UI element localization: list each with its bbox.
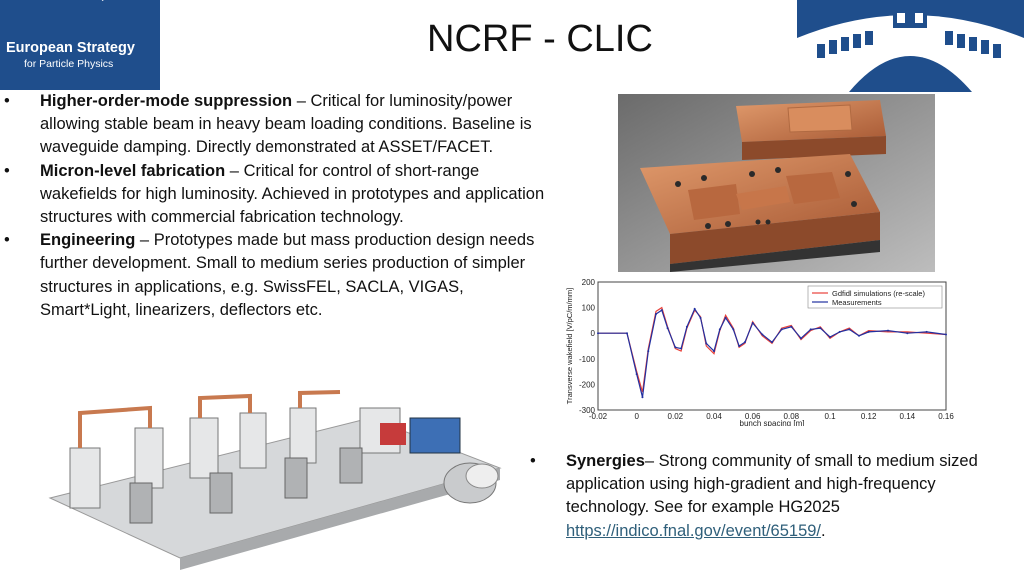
measurement-point: [732, 328, 735, 331]
bullet-heading: Higher-order-mode suppression: [40, 92, 293, 110]
measurement-point: [655, 313, 657, 315]
legend-label: Gdfidl simulations (re-scale): [832, 289, 925, 298]
chart-legend: Gdfidl simulations (re-scale)Measurement…: [807, 285, 943, 309]
measurement-point: [597, 332, 599, 335]
bullet-marker: •: [4, 231, 10, 250]
y-tick-label: 100: [582, 304, 596, 313]
measurement-point: [666, 327, 669, 330]
measurement-point: [693, 307, 696, 310]
copper-structure-photo: [618, 94, 935, 272]
synergies-trail: .: [821, 521, 826, 540]
bridge-logo: [797, 0, 1024, 92]
legend-label: Measurements: [832, 298, 882, 307]
measurement-point: [945, 333, 947, 336]
y-axis-label: Transverse wakefield [V/pC/m/mm]: [565, 288, 574, 404]
european-strategy-logo: European Strategy for Particle Physics: [0, 0, 160, 90]
bullet-hom: • Higher-order-mode suppression – Critic…: [0, 90, 545, 160]
bullet-engineering: • Engineering – Prototypes made but mass…: [0, 229, 545, 322]
measurement-point: [626, 332, 628, 335]
y-tick-label: -100: [579, 355, 596, 364]
x-tick-label: 0: [634, 412, 639, 421]
x-tick-label: 0.16: [938, 412, 954, 421]
measurement-point: [674, 346, 677, 349]
x-tick-label: 0.08: [784, 412, 800, 421]
bullet-marker: •: [530, 452, 536, 470]
y-tick-label: 200: [582, 278, 596, 287]
synergies-block: • Synergies– Strong community of small t…: [526, 450, 996, 543]
measurement-point: [925, 330, 928, 333]
wakefield-chart: 200 100 0 -100 -200 -300-0.02 0 0.02 0.04 0.06 0.0…: [560, 274, 960, 428]
measurement-point: [780, 328, 783, 331]
measurement-point: [680, 347, 683, 350]
bullet-fabrication: • Micron-level fabrication – Critical fo…: [0, 160, 545, 230]
measurement-point: [761, 333, 764, 336]
y-tick-label: -200: [579, 380, 596, 389]
measurement-point: [838, 330, 841, 333]
x-tick-label: 0.02: [668, 412, 684, 421]
x-tick-label: -0.02: [589, 412, 608, 421]
measurement-point: [790, 325, 793, 328]
measurement-point: [829, 336, 831, 339]
measurement-point: [699, 316, 702, 319]
synergies-text: – Strong community of small to medium si…: [566, 452, 978, 517]
measurement-point: [887, 329, 889, 332]
x-tick-label: 0.04: [706, 412, 722, 421]
measurement-point: [647, 350, 650, 353]
measurement-point: [751, 321, 754, 324]
bullet-heading: Micron-level fabrication: [40, 161, 226, 180]
measurement-point: [809, 328, 812, 331]
measurement-point: [660, 309, 663, 312]
measurement-point: [685, 325, 688, 328]
measurement-point: [738, 345, 741, 347]
measurement-point: [718, 328, 721, 331]
hg2025-link[interactable]: https://indico.fnal.gov/event/65159/: [566, 521, 822, 540]
series-line-simulation: [598, 306, 947, 393]
measurement-point: [635, 373, 638, 376]
bullet-text: – Prototypes made but mass production de…: [40, 231, 535, 319]
measurement-point: [848, 328, 851, 331]
chart-series: [597, 306, 947, 399]
measurement-point: [771, 341, 773, 344]
bullet-heading: Engineering: [40, 231, 136, 250]
logo-line2: for Particle Physics: [24, 58, 114, 70]
bullet-list: • Higher-order-mode suppression – Critic…: [0, 90, 545, 322]
bullet-marker: •: [4, 92, 10, 110]
bridge-icon: [797, 8, 1024, 92]
logo-line1: European Strategy: [6, 40, 135, 56]
x-axis-label: bunch spacing [m]: [740, 419, 805, 426]
slide-title: NCRF - CLIC: [427, 18, 653, 60]
measurement-point: [641, 396, 644, 399]
measurement-point: [867, 330, 870, 333]
measurement-point: [858, 334, 860, 337]
bullet-text: – Critical for control of short-range wa…: [40, 161, 545, 227]
measurement-point: [743, 341, 746, 344]
accelerator-module-illustration: [40, 388, 520, 570]
bullet-marker: •: [4, 161, 10, 180]
y-tick-label: 0: [591, 329, 596, 338]
measurement-point: [800, 337, 802, 340]
x-tick-label: 0.06: [745, 412, 761, 421]
bullet-text: – Critical for luminosity/power allowing…: [40, 92, 532, 157]
x-tick-label: 0.12: [861, 412, 877, 421]
x-tick-label: 0.1: [824, 412, 836, 421]
legend-box: [807, 285, 943, 309]
y-tick-label: -300: [579, 406, 596, 415]
synergies-heading: Synergies: [566, 452, 645, 470]
measurement-point: [705, 342, 708, 345]
measurement-point: [713, 350, 715, 353]
measurement-point: [819, 327, 822, 330]
x-tick-label: 0.14: [900, 412, 916, 421]
measurement-point: [906, 332, 909, 335]
measurement-point: [724, 316, 727, 319]
